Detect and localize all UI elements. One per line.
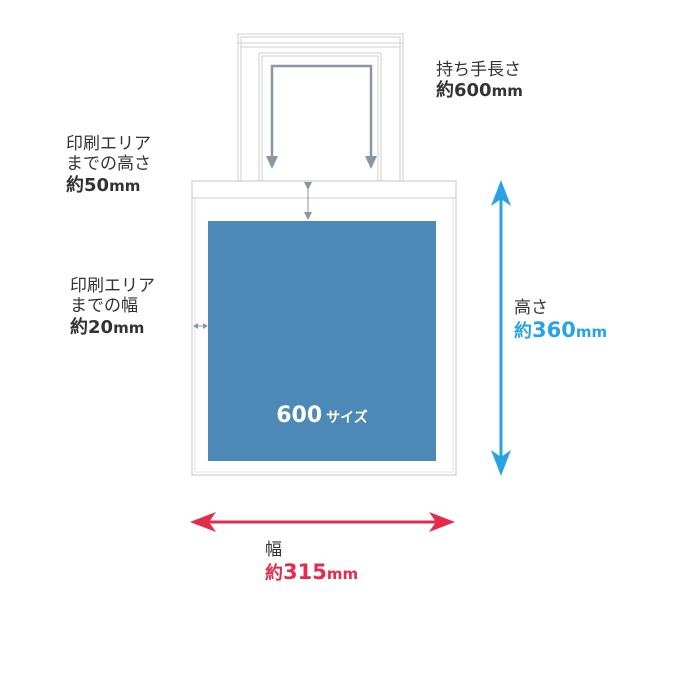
width-label: 幅 約315mm [265,540,358,586]
print-area-size: 600 [276,403,323,428]
height-label: 高さ 約360mm [514,298,607,344]
handle-guide-arrowhead-left [266,156,278,169]
height-title: 高さ [514,298,548,318]
print-top-label: 印刷エリア までの高さ 約50mm [66,134,151,196]
side-guide-arrowhead-right [203,323,208,329]
print-area [208,221,436,461]
print-top-line2: までの高さ [66,154,151,175]
handle-length-title: 持ち手長さ [436,60,521,80]
side-guide-arrowhead-left [193,323,198,329]
print-side-line1: 印刷エリア [70,276,155,296]
handle-length-guide-arrow [270,64,373,160]
print-side-value: 約20mm [70,316,145,338]
bag-handles [237,33,404,199]
print-top-line1: 印刷エリア [66,134,151,154]
width-value: 約315mm [265,560,359,585]
handle-length-label: 持ち手長さ 約600mm [436,60,523,102]
print-top-value: 約50mm [66,174,141,196]
width-arrow [190,512,455,532]
width-title: 幅 [265,540,282,560]
print-side-label: 印刷エリア までの幅 約20mm [70,276,155,338]
height-value: 約360mm [514,318,608,343]
height-arrow [491,180,511,476]
handle-guide-arrowhead-right [365,156,377,169]
handle-length-value: 約600mm [436,80,523,102]
print-area-size-suffix: サイズ [326,410,368,426]
print-side-line2: までの幅 [70,296,138,317]
